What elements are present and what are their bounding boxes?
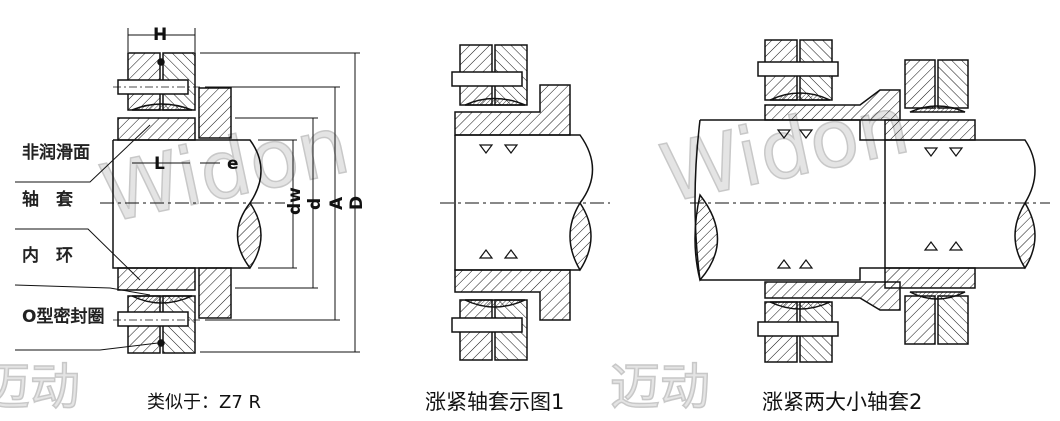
caption-fig3: 涨紧两大小轴套2 (762, 390, 923, 414)
caption-fig2: 涨紧轴套示图1 (425, 390, 565, 414)
label-non-lubricated-surface: 非润滑面 (22, 143, 90, 163)
dim-e: e (227, 154, 239, 174)
dim-A: A (327, 196, 347, 210)
figure-2 (440, 44, 610, 361)
label-inner-ring: 内 环 (22, 246, 73, 266)
label-sleeve: 轴 套 (22, 190, 73, 210)
dim-d: d (305, 198, 325, 210)
dim-D: D (347, 196, 367, 210)
dim-H: H (153, 25, 167, 45)
label-o-ring: O型密封圈 (22, 307, 105, 327)
figure-1 (14, 28, 360, 354)
dim-L: L (154, 154, 165, 174)
watermark-cn-mid: 迈动 (609, 358, 711, 416)
watermark-cn-left: 迈动 (0, 358, 81, 416)
caption-fig1: 类似于：Z7 R (147, 392, 262, 413)
figure-3 (690, 39, 1050, 363)
dim-dw: dw (285, 187, 305, 215)
